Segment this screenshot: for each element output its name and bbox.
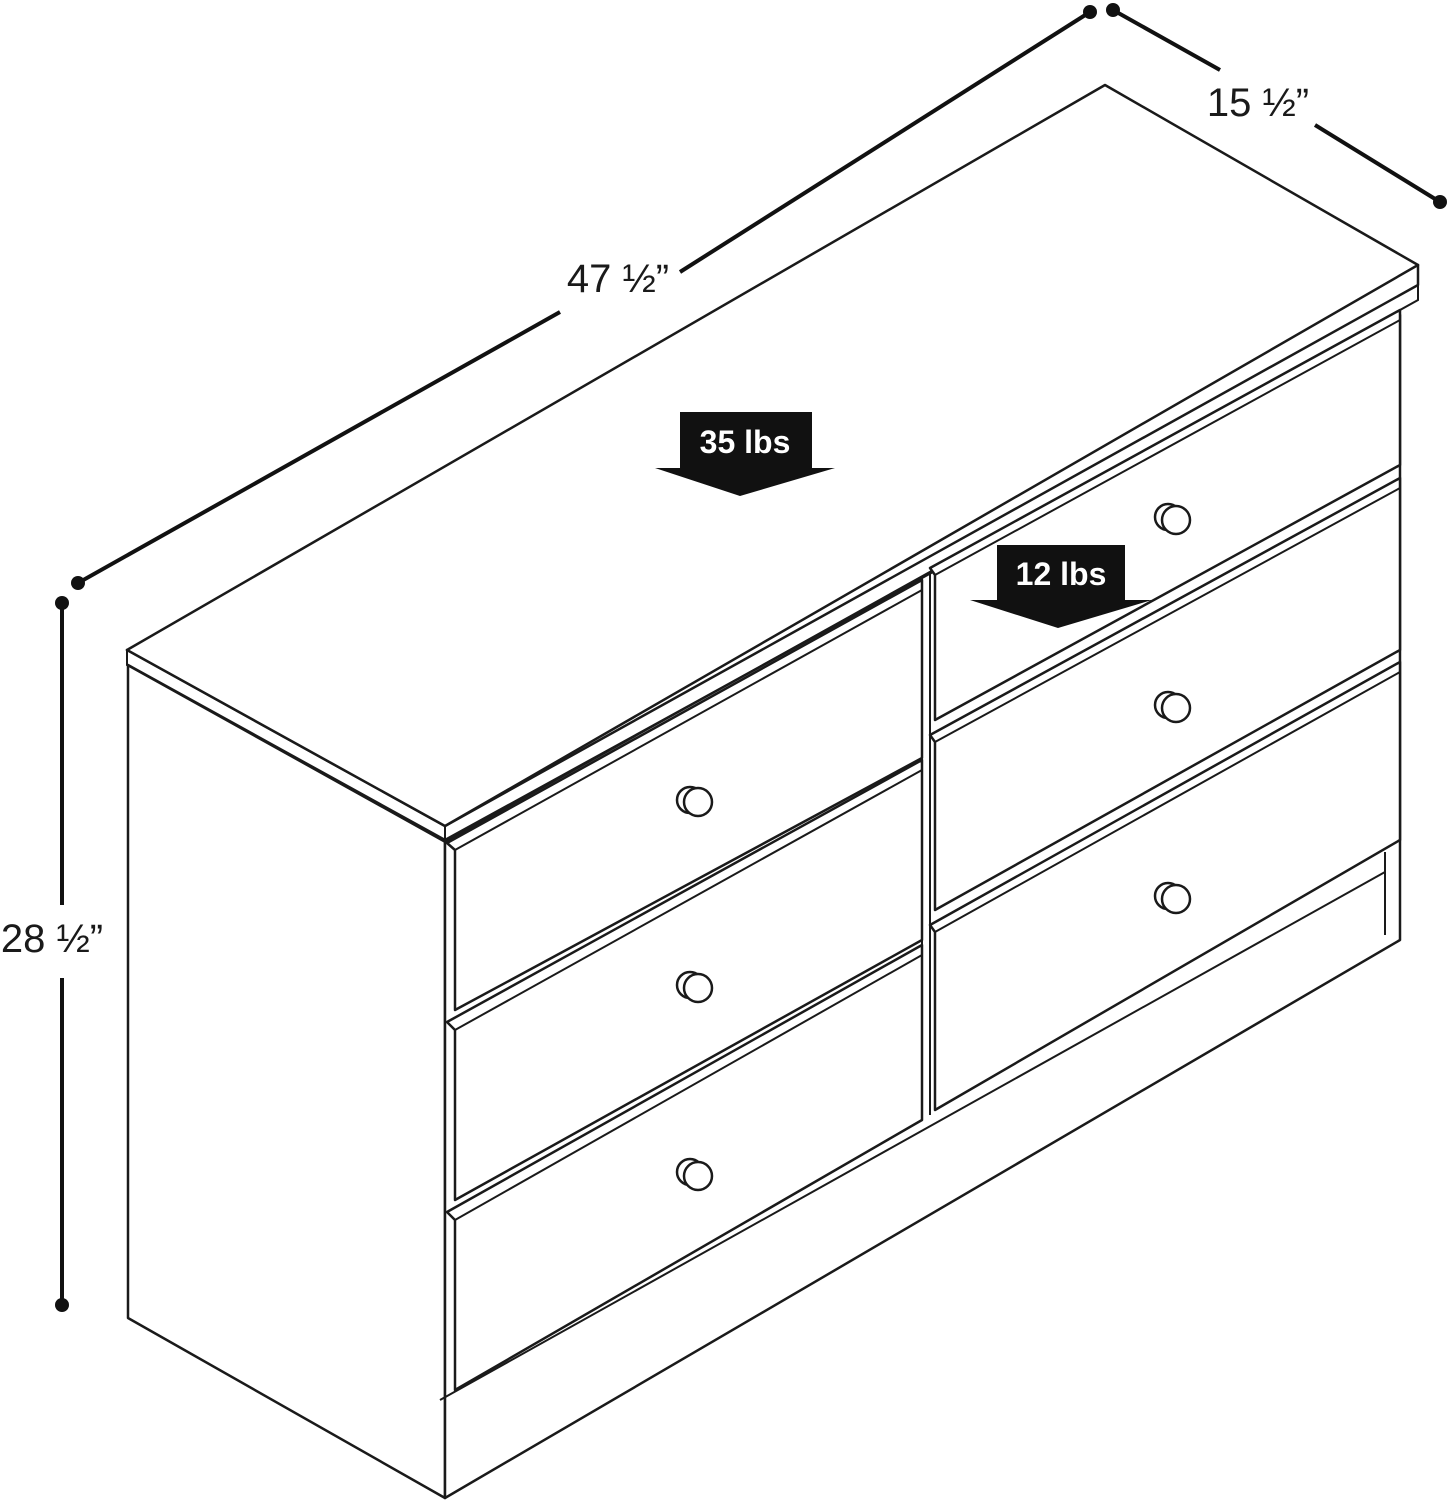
weight-label-top: 35 lbs (700, 424, 791, 460)
dresser-base-line (439, 871, 1386, 1401)
drawer-knob-left-top (675, 785, 714, 818)
dimension-height-label: 28 ½” (1, 917, 103, 961)
dimension-height: 28 ½” (1, 596, 103, 1312)
dimension-width: 47 ½” (71, 5, 1097, 590)
dimension-depth-label: 15 ½” (1207, 81, 1309, 125)
dimension-width-label: 47 ½” (567, 257, 669, 301)
dresser (125, 83, 1420, 1500)
drawer-knob-left-bottom (675, 1157, 714, 1192)
drawer-knob-right-bottom (1153, 881, 1192, 915)
weight-label-drawer: 12 lbs (1016, 556, 1107, 592)
drawer-knob-right-top (1153, 502, 1192, 536)
drawer-knob-left-middle (675, 970, 714, 1004)
weight-arrow-top: 35 lbs (655, 412, 835, 496)
dimension-depth: 15 ½” (1106, 3, 1447, 209)
drawer-knob-right-middle (1153, 690, 1192, 724)
weight-arrow-drawer: 12 lbs (970, 545, 1152, 628)
drawer-bevels (454, 319, 1401, 1221)
